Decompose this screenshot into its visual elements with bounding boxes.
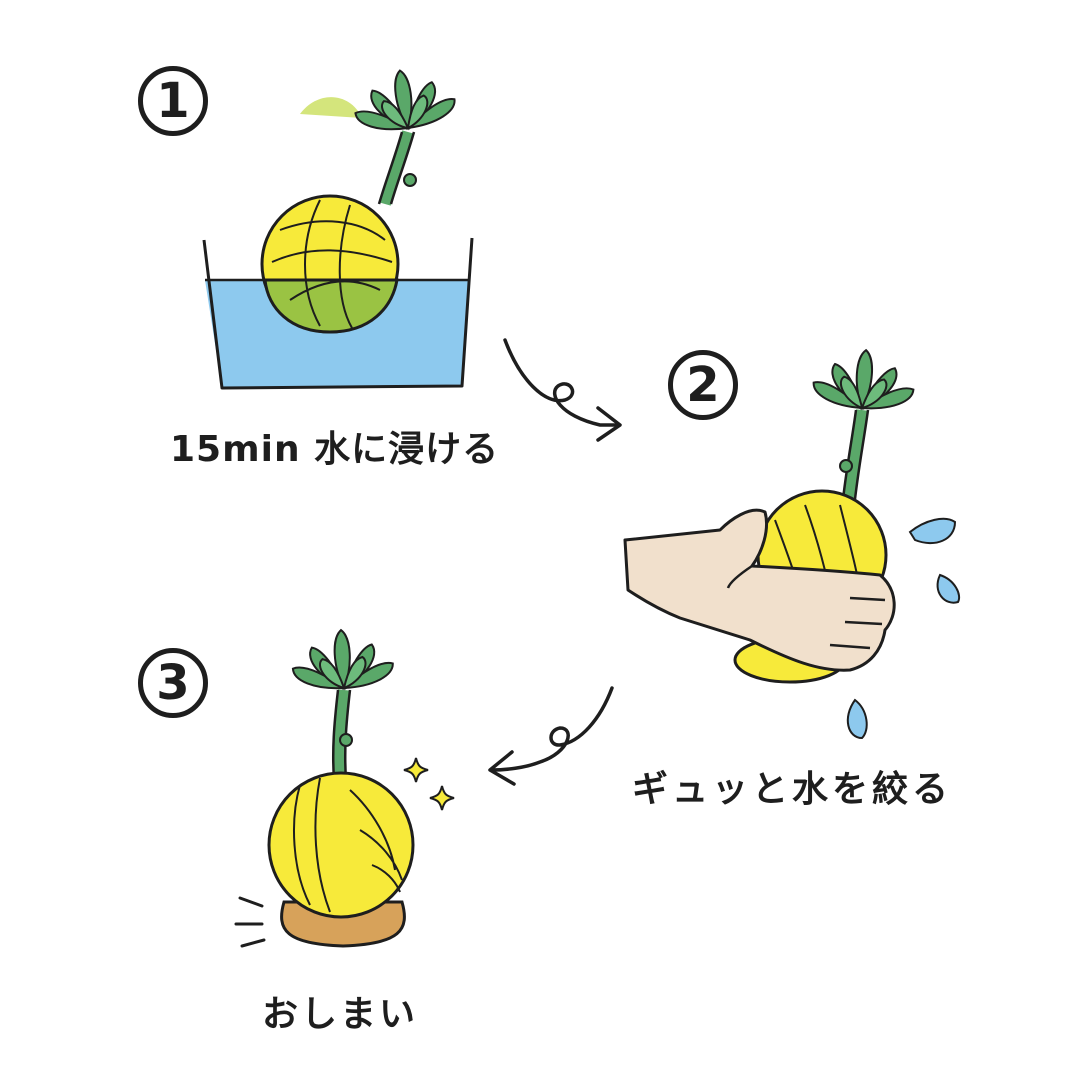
step-2-caption: ギュッと水を絞る: [632, 769, 953, 810]
step-3-illustration: [234, 626, 455, 948]
step-1-illustration: [202, 62, 474, 390]
step-1-number: 1: [138, 66, 208, 136]
step-2-number: 2: [668, 350, 738, 420]
step-3-caption: おしまい: [262, 994, 419, 1035]
step-2-illustration: [623, 345, 960, 740]
arrow-step1-to-step2: [503, 338, 622, 442]
arrow-step2-to-step3: [488, 686, 614, 786]
step-3-number: 3: [138, 648, 208, 718]
step-1-caption: 15min 水に浸ける: [170, 429, 500, 470]
